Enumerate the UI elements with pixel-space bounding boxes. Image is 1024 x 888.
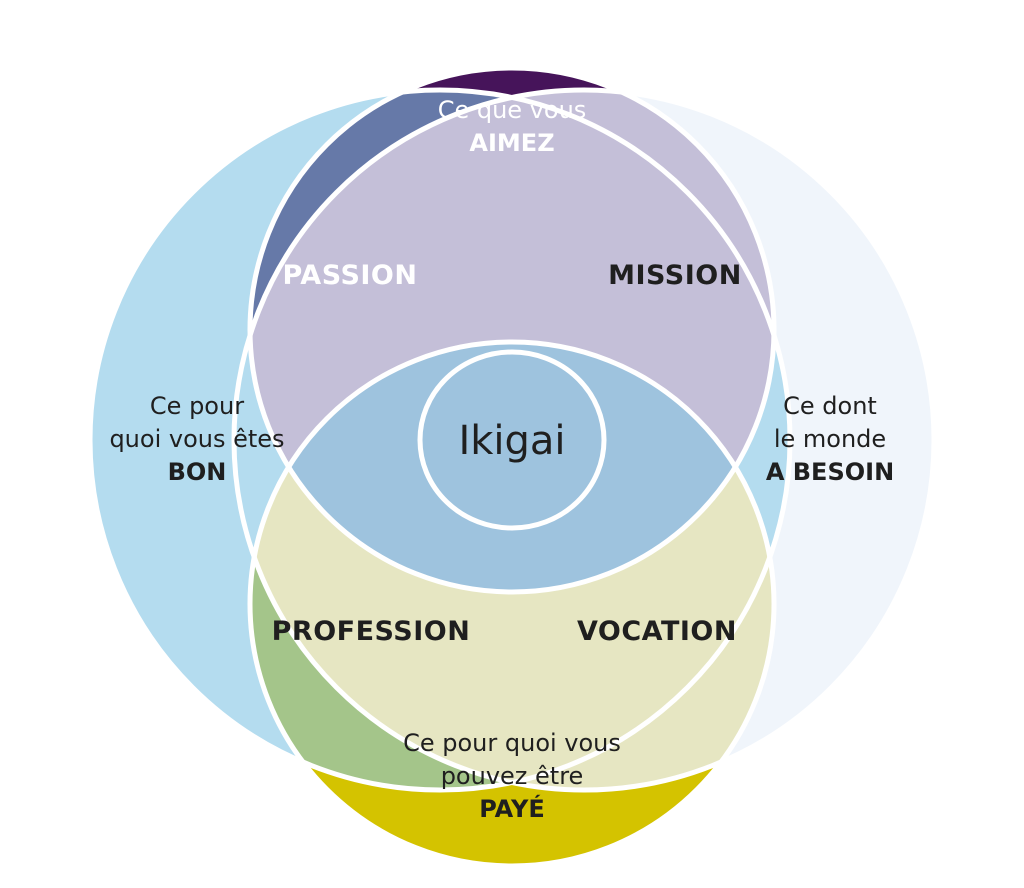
label-profession: PROFESSION — [271, 616, 471, 647]
region-top-bottom-lens — [250, 342, 774, 592]
label-ikigai: Ikigai — [458, 418, 566, 464]
label-need-line2: le monde — [773, 425, 887, 453]
label-need-line1: Ce dont — [783, 392, 877, 420]
label-paid: Ce pour quoi vous pouvez être PAYÉ — [342, 727, 682, 826]
label-love: Ce que vous AIMEZ — [362, 94, 662, 160]
label-paid-line1: Ce pour quoi vous — [403, 729, 621, 757]
label-mission: MISSION — [608, 260, 742, 291]
label-good-line1: Ce pour — [149, 392, 245, 420]
region-ikigai — [420, 352, 604, 528]
label-love-line1: Ce que vous — [437, 96, 587, 124]
label-paid-line2: pouvez être — [440, 762, 584, 790]
label-good-line2: quoi vous êtes — [109, 425, 285, 453]
label-vocation: VOCATION — [576, 616, 737, 647]
label-paid-line3: PAYÉ — [479, 795, 545, 823]
label-need-line3: A BESOIN — [765, 458, 895, 486]
outlines — [87, 65, 937, 869]
label-love-line2: AIMEZ — [469, 129, 555, 157]
label-need: Ce dont le monde A BESOIN — [700, 390, 960, 489]
label-good: Ce pour quoi vous êtes BON — [62, 390, 332, 489]
label-passion: PASSION — [282, 260, 418, 291]
label-good-line3: BON — [167, 458, 227, 486]
